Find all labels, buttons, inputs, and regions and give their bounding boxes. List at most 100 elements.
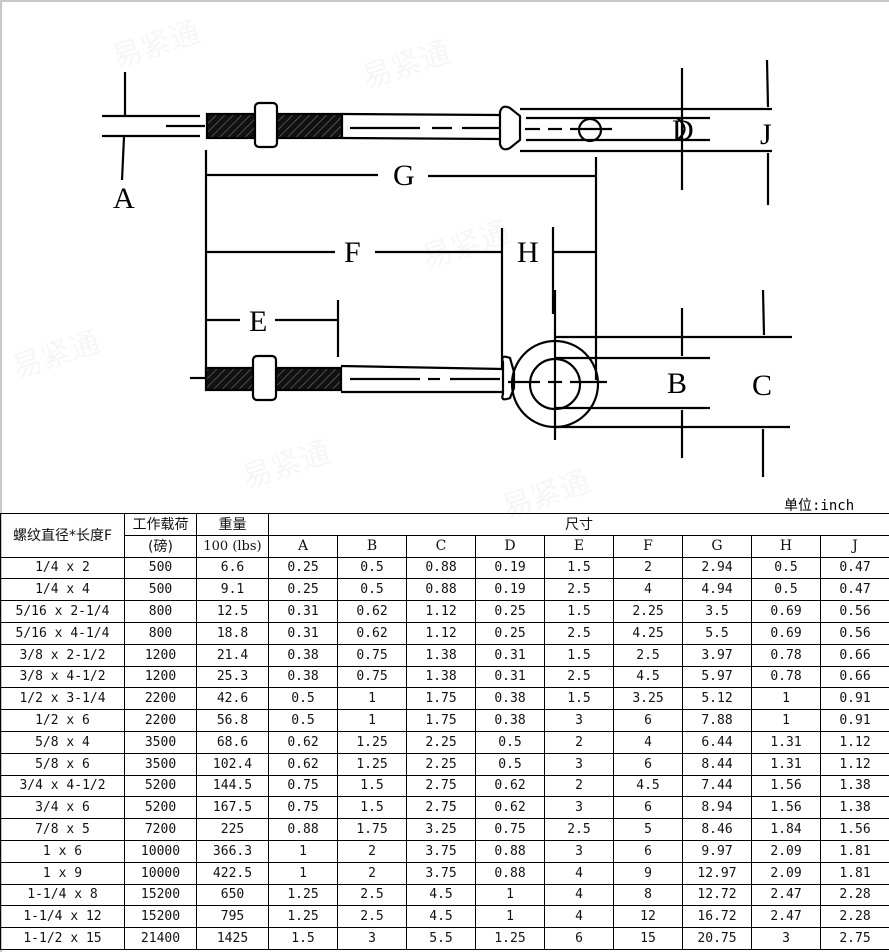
cell-weight: 144.5 [196, 774, 269, 798]
header-dim-j: J [819, 534, 889, 558]
cell-a: 0.38 [268, 665, 338, 689]
cell-d: 1 [475, 883, 545, 907]
cell-thread: 1-1/4 x 8 [0, 883, 125, 907]
cell-f: 2 [613, 556, 683, 580]
cell-h: 3 [751, 927, 821, 950]
cell-load: 3500 [124, 730, 197, 754]
cell-g: 8.44 [682, 752, 752, 776]
cell-a: 0.88 [268, 818, 338, 841]
cell-weight: 12.5 [196, 600, 269, 623]
cell-c: 3.75 [406, 861, 476, 885]
cell-load: 1200 [124, 643, 197, 667]
cell-load: 10000 [124, 861, 197, 885]
cell-e: 3 [544, 839, 614, 863]
header-row-2: (磅) 100 (lbs) A B C D E F G H J [1, 534, 889, 558]
cell-load: 15200 [124, 883, 197, 907]
cell-f: 4.25 [613, 621, 683, 645]
cell-c: 1.75 [406, 709, 476, 732]
cell-d: 0.19 [475, 556, 545, 580]
cell-b: 1.75 [337, 818, 407, 841]
cell-j: 1.56 [819, 818, 889, 841]
label-g: G [393, 159, 415, 192]
cell-h: 0.69 [751, 621, 821, 645]
cell-a: 0.25 [268, 556, 338, 580]
cell-a: 0.62 [268, 730, 338, 754]
cell-d: 0.31 [475, 665, 545, 689]
cell-f: 4 [613, 730, 683, 754]
cell-j: 0.66 [819, 643, 889, 667]
cell-g: 12.72 [682, 883, 752, 907]
cell-d: 0.5 [475, 730, 545, 754]
cell-a: 0.62 [268, 752, 338, 776]
cell-c: 4.5 [406, 883, 476, 907]
cell-j: 0.47 [819, 556, 889, 580]
header-row-1: 螺纹直径*长度F 工作载荷 重量 尺寸 [0, 513, 889, 558]
header-load-unit: (磅) [124, 534, 197, 558]
cell-j: 0.47 [819, 578, 889, 602]
cell-d: 0.19 [475, 578, 545, 602]
cell-thread: 1-1/4 x 12 [0, 905, 125, 929]
header-dim-b: B [337, 534, 407, 558]
header-dim-f: F [613, 534, 683, 558]
cell-b: 1 [337, 687, 407, 711]
cell-h: 1 [751, 687, 821, 711]
cell-a: 0.75 [268, 774, 338, 798]
cell-g: 7.88 [682, 709, 752, 732]
label-b: B [667, 367, 687, 400]
cell-e: 4 [544, 861, 614, 885]
cell-b: 2 [337, 839, 407, 863]
label-d: D [672, 114, 694, 147]
cell-e: 2.5 [544, 665, 614, 689]
cell-weight: 6.6 [196, 556, 269, 580]
cell-e: 1.5 [544, 556, 614, 580]
cell-h: 0.78 [751, 643, 821, 667]
cell-f: 12 [613, 905, 683, 929]
cell-f: 8 [613, 883, 683, 907]
cell-g: 12.97 [682, 861, 752, 885]
cell-b: 3 [337, 927, 407, 950]
cell-h: 1 [751, 709, 821, 732]
cell-c: 0.88 [406, 556, 476, 580]
cell-d: 0.31 [475, 643, 545, 667]
cell-load: 21400 [124, 927, 197, 950]
cell-weight: 1425 [196, 927, 269, 950]
cell-j: 0.56 [819, 600, 889, 623]
cell-weight: 25.3 [196, 665, 269, 689]
cell-weight: 225 [196, 818, 269, 841]
cell-e: 1.5 [544, 687, 614, 711]
cell-e: 1.5 [544, 643, 614, 667]
cell-b: 0.5 [337, 578, 407, 602]
cell-thread: 1/2 x 3-1/4 [0, 687, 125, 711]
cell-b: 1.25 [337, 730, 407, 754]
cell-a: 0.75 [268, 796, 338, 820]
cell-weight: 167.5 [196, 796, 269, 820]
cell-e: 2.5 [544, 578, 614, 602]
cell-thread: 1/2 x 6 [0, 709, 125, 732]
cell-f: 15 [613, 927, 683, 950]
label-h: H [517, 236, 539, 269]
cell-weight: 366.3 [196, 839, 269, 863]
cell-c: 2.75 [406, 774, 476, 798]
cell-h: 2.47 [751, 883, 821, 907]
cell-thread: 5/8 x 4 [0, 730, 125, 754]
cell-e: 2 [544, 774, 614, 798]
cell-j: 2.75 [819, 927, 889, 950]
cell-load: 5200 [124, 774, 197, 798]
cell-thread: 1/4 x 2 [0, 556, 125, 580]
cell-e: 2.5 [544, 818, 614, 841]
cell-a: 1 [268, 839, 338, 863]
cell-e: 2 [544, 730, 614, 754]
cell-f: 2.5 [613, 643, 683, 667]
cell-load: 7200 [124, 818, 197, 841]
cell-a: 0.5 [268, 687, 338, 711]
cell-g: 4.94 [682, 578, 752, 602]
header-dimensions: 尺寸 [267, 513, 889, 536]
cell-f: 3.25 [613, 687, 683, 711]
header-dim-g: G [682, 534, 752, 558]
header-dim-h: H [751, 534, 821, 558]
label-f: F [344, 236, 361, 269]
